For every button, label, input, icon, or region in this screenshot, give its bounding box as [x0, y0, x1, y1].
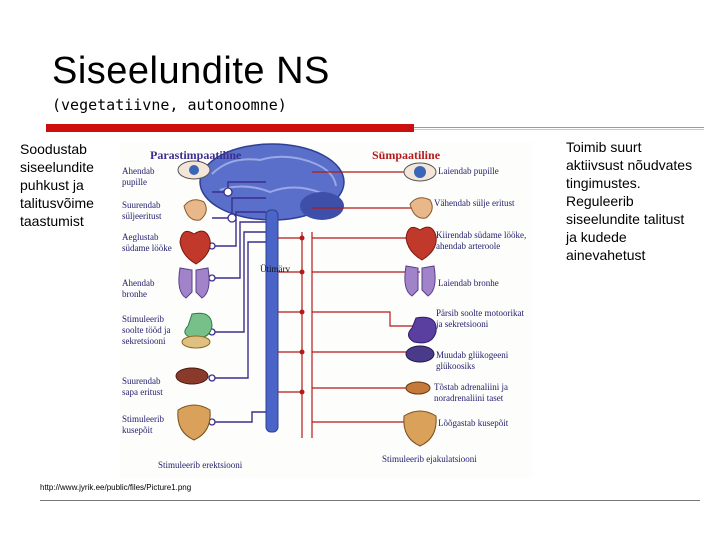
- right-organs: [403, 162, 437, 447]
- heart-icon: [405, 226, 437, 261]
- salivary-gland-icon: [183, 199, 207, 221]
- right-label-intestine: Pärsib soolte motoorikat ja sekretsiooni: [436, 308, 524, 329]
- nervous-system-diagram: Parastimpaatiline Sümpaatiline Ütimärv A…: [120, 142, 532, 478]
- liver-icon: [175, 367, 209, 385]
- stomach-icon: [408, 316, 437, 344]
- parasympathetic-pathways: [212, 181, 266, 423]
- lungs-icon: [178, 267, 210, 299]
- right-label-glycogen: Muudab glükogeeni glükoosiks: [436, 350, 509, 371]
- left-label-bronchi: Ahendab bronhe: [122, 278, 155, 299]
- stomach-icon: [184, 312, 213, 339]
- spinal-cord: [265, 209, 279, 433]
- title-divider-shadow: [414, 129, 704, 130]
- footer-divider: [40, 500, 700, 501]
- heart-icon: [179, 230, 211, 265]
- parasympathetic-header: Parastimpaatiline: [150, 148, 242, 162]
- bladder-icon: [403, 410, 437, 447]
- title-divider: [414, 127, 704, 128]
- left-label-pupil: Ahendab pupille: [122, 166, 155, 187]
- liver-icon: [405, 345, 435, 363]
- image-source-url: http://www.jyrik.ee/public/files/Picture…: [40, 483, 192, 492]
- slide-title: Siseelundite NS: [52, 50, 330, 92]
- left-label-bladder: Stimuleerib kusepõit: [122, 414, 164, 435]
- bladder-icon: [177, 404, 211, 441]
- right-label-heart: Kiirendab südame lööke, ahendab arterool…: [436, 230, 527, 251]
- left-label-intestine: Stimuleerib soolte tööd ja sekretsiooni: [122, 314, 171, 346]
- diagram-graphics: [175, 143, 437, 447]
- title-accent-bar: [46, 124, 414, 132]
- lungs-icon: [404, 265, 436, 297]
- spinal-cord-label: Ütimärv: [260, 264, 290, 274]
- sympathetic-description: Toimib suurt aktiivsust nõudvates tingim…: [566, 139, 693, 263]
- right-label-pupil: Laiendab pupille: [438, 166, 499, 176]
- adrenal-gland-icon: [405, 381, 431, 395]
- right-label-adrenaline: Tõstab adrenaliini ja noradrenaliini tas…: [434, 382, 508, 403]
- left-label-saliva: Suurendab süljeeritust: [122, 200, 162, 221]
- left-label-heart: Aeglustab südame lööke: [122, 232, 172, 253]
- left-label-bile: Suurendab sapa eritust: [122, 376, 163, 397]
- sympathetic-header: Sümpaatiline: [372, 148, 441, 162]
- salivary-gland-icon: [409, 197, 433, 219]
- right-label-bronchi: Laiendab bronhe: [438, 278, 499, 288]
- left-organs: [175, 160, 213, 441]
- parasympathetic-description: Soodustab siseelundite puhkust ja talitu…: [20, 141, 94, 229]
- sympathetic-pathways: [278, 171, 420, 438]
- left-label-erection: Stimuleerib erektsiooni: [158, 460, 243, 470]
- cerebellum-icon: [300, 192, 344, 220]
- right-label-saliva: Vähendab sülje eritust: [434, 198, 515, 208]
- slide-subtitle: (vegetatiivne, autonoomne): [52, 96, 287, 114]
- right-label-bladder: Lõõgastab kusepõit: [438, 418, 509, 428]
- intestine-icon: [181, 335, 211, 349]
- right-label-ejaculation: Stimuleerib ejakulatsiooni: [382, 454, 477, 464]
